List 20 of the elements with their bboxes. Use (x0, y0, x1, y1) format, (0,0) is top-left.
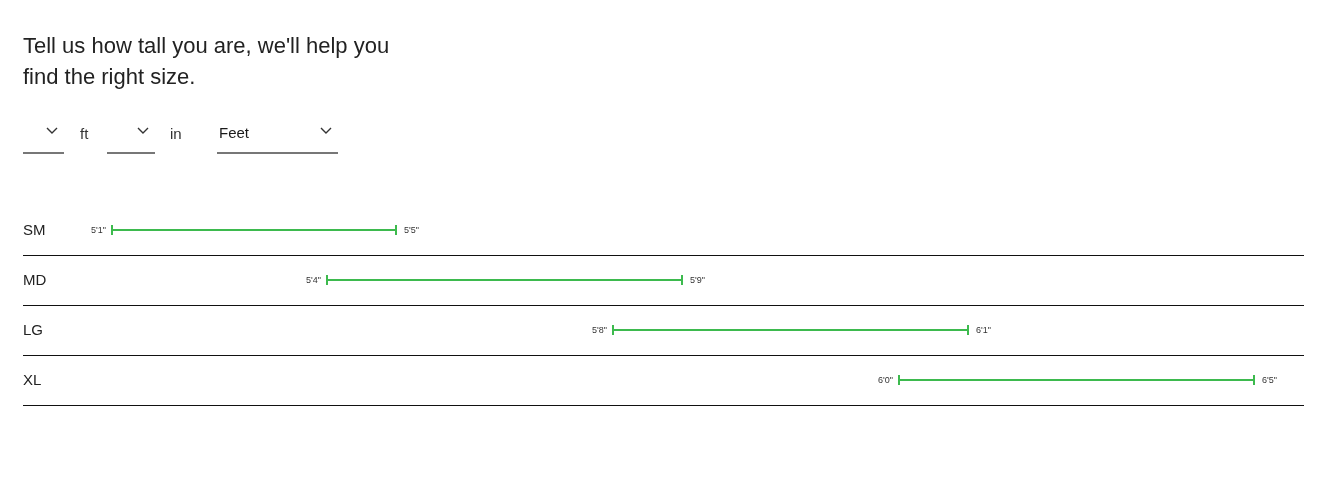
height-value: 6'5" (1254, 374, 1277, 386)
height-value: 5'9" (682, 274, 705, 286)
size-label: XL (23, 371, 42, 389)
height-value: 6'0" (878, 374, 899, 386)
height-value: 6'1" (968, 324, 991, 336)
height-value: 5'5" (396, 224, 419, 236)
range-bar (898, 375, 1255, 385)
height-value: 5'1" (91, 224, 112, 236)
heading: Tell us how tall you are, we'll help you find the right size. (23, 32, 391, 91)
height-value: 5'8" (592, 324, 613, 336)
size-label: SM (23, 221, 46, 239)
unit-label: in (170, 125, 182, 142)
range-bar (612, 325, 969, 335)
range-bar (111, 225, 397, 235)
size-label: MD (23, 271, 47, 289)
height-value: 5'4" (306, 274, 327, 286)
size-label: LG (23, 321, 43, 339)
range-bar (326, 275, 683, 285)
unit-dropdown: Feet (217, 118, 338, 154)
unit-label: ft (80, 125, 89, 142)
